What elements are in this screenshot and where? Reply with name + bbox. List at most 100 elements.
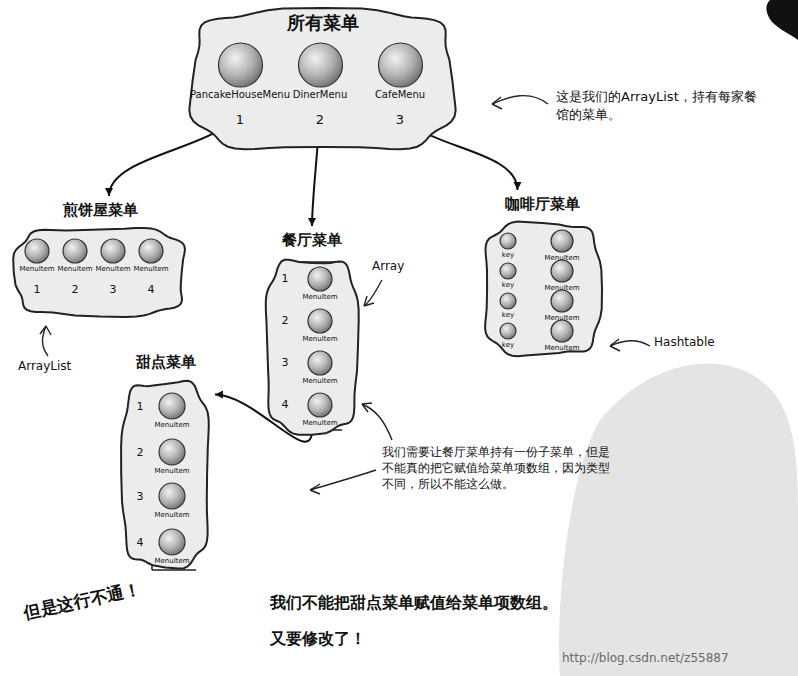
circle-path: [551, 290, 573, 312]
menu-blob: 甜点菜单MenuItemMenuItemMenuItemMenuItem: [118, 350, 213, 572]
circle-shape: [188, 42, 293, 88]
circle-path: [308, 351, 332, 375]
arrowhead: [105, 188, 113, 196]
item-label: MenuItem: [152, 467, 192, 475]
menu-blob: 煎饼屋菜单MenuItemMenuItemMenuItemMenuItem: [10, 198, 190, 320]
menu-circle: MenuItem: [542, 229, 582, 263]
callout-number: 1: [32, 283, 43, 298]
callout-number: 2: [280, 314, 291, 329]
key-circle: key: [499, 232, 517, 260]
circle-path: [63, 239, 87, 263]
circle-path: [500, 293, 516, 309]
item-label: MenuItem: [300, 377, 340, 385]
menu-heading: 所有菜单: [185, 5, 460, 34]
menu-circle: MenuItem: [152, 392, 192, 430]
item-label: key: [499, 251, 517, 259]
circle-path: [500, 263, 516, 279]
circle-shape: [152, 482, 192, 510]
circle-path: [551, 260, 573, 282]
circle-shape: [93, 238, 133, 264]
menu-circle: MenuItem: [542, 319, 582, 353]
circle-shape: [499, 292, 517, 310]
callout-number: 4: [135, 536, 146, 551]
menu-circle: MenuItem: [93, 238, 133, 274]
callout-number: 2: [314, 111, 326, 129]
menu-circle: MenuItem: [300, 308, 340, 344]
menu-heading: 咖啡厅菜单: [480, 192, 605, 213]
menu-circle: MenuItem: [300, 392, 340, 428]
circle-shape: [542, 259, 582, 283]
callout-number: 1: [135, 400, 146, 415]
menu-circle: MenuItem: [152, 528, 192, 566]
callout-number: 3: [280, 356, 291, 371]
circle-shape: [152, 438, 192, 466]
key-circle: key: [499, 262, 517, 290]
circle-shape: [131, 238, 171, 264]
circle-path: [308, 393, 332, 417]
circle-path: [551, 230, 573, 252]
circle-path: [139, 239, 163, 263]
circle-path: [218, 43, 262, 87]
menu-circle: MenuItem: [542, 259, 582, 293]
menu-circle: MenuItem: [300, 266, 340, 302]
item-label: MenuItem: [152, 557, 192, 565]
callout-number: 4: [280, 398, 291, 413]
blob-path: [13, 228, 185, 317]
circle-path: [159, 529, 185, 555]
menu-circle: PancakeHouseMenu: [188, 42, 293, 101]
circle-path: [101, 239, 125, 263]
arrowhead: [514, 182, 522, 190]
circle-shape: [300, 266, 340, 292]
callout-number: 1: [234, 111, 246, 129]
circle-path: [551, 320, 573, 342]
key-circle: key: [499, 322, 517, 350]
note: 我们需要让餐厅菜单持有一份子菜单，但是不能真的把它赋值给菜单项数组，因为类型不同…: [382, 444, 614, 493]
item-label: MenuItem: [152, 421, 192, 429]
menu-circle: MenuItem: [131, 238, 171, 274]
circle-shape: [300, 350, 340, 376]
circle-path: [25, 239, 49, 263]
circle-path: [159, 439, 185, 465]
circle-path: [378, 43, 422, 87]
circle-shape: [542, 229, 582, 253]
key-circle: key: [499, 292, 517, 320]
item-label: MenuItem: [152, 511, 192, 519]
circle-shape: [152, 392, 192, 420]
item-label: MenuItem: [542, 344, 582, 352]
item-label: MenuItem: [93, 265, 133, 273]
circle-shape: [55, 238, 95, 264]
menu-circle: MenuItem: [152, 482, 192, 520]
menu-heading: 餐厅菜单: [262, 228, 362, 249]
item-label: PancakeHouseMenu: [188, 89, 293, 101]
blob-path: [485, 222, 602, 357]
item-label: key: [499, 341, 517, 349]
circle-shape: [17, 238, 57, 264]
circle-shape: [291, 42, 350, 88]
circle-path: [308, 309, 332, 333]
blob-path: [266, 260, 359, 435]
item-label: key: [499, 311, 517, 319]
circle-path: [159, 483, 185, 509]
circle-shape: [300, 308, 340, 334]
item-label: MenuItem: [300, 335, 340, 343]
menu-blob: 餐厅菜单MenuItemMenuItemMenuItemMenuItem: [262, 228, 362, 438]
item-label: MenuItem: [17, 265, 57, 273]
circle-shape: [499, 232, 517, 250]
callout-number: 1: [280, 272, 291, 287]
circle-shape: [542, 319, 582, 343]
note: 这是我们的ArrayList，持有每家餐馆的菜单。: [556, 88, 761, 123]
item-label: MenuItem: [131, 265, 171, 273]
type-label: ArrayList: [18, 358, 71, 374]
item-label: CafeMenu: [373, 89, 428, 101]
menu-circle: CafeMenu: [373, 42, 428, 101]
menu-circle: MenuItem: [17, 238, 57, 274]
blob-outline: [480, 218, 605, 360]
callout-number: 2: [70, 283, 81, 298]
menu-circle: MenuItem: [300, 350, 340, 386]
menu-heading: 煎饼屋菜单: [10, 198, 190, 219]
item-label: DinerMenu: [291, 89, 350, 101]
menu-heading: 甜点菜单: [118, 350, 213, 371]
type-label: Array: [372, 258, 404, 274]
callout-number: 3: [394, 111, 406, 129]
watermark: http://blog.csdn.net/z55887: [560, 650, 731, 666]
